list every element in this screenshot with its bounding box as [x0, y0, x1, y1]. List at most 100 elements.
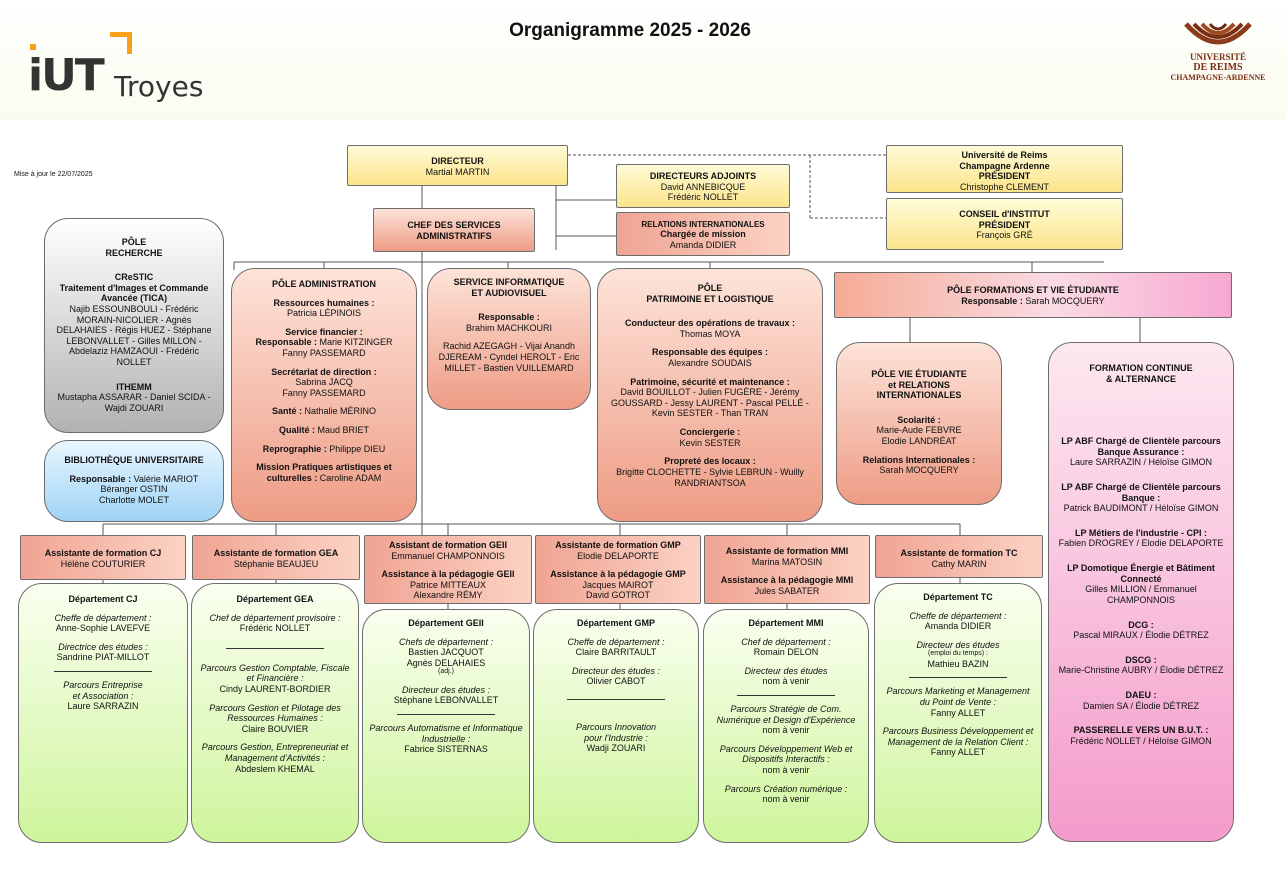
urca-emblem-icon — [1184, 22, 1252, 45]
separator — [226, 647, 324, 649]
role-note: (adj.) — [438, 668, 454, 676]
parcours-label: Parcours Gestion Comptable, Fiscale et F… — [200, 662, 350, 684]
departement-mmi-box: Département MMI Chef de département : Ro… — [703, 609, 869, 843]
patrimoine-title-1: PÔLE — [697, 283, 723, 293]
parcours-label: Parcours Entreprise — [63, 680, 143, 691]
logo-orange-dot — [30, 44, 36, 50]
role-label: Chef de département provisoire : — [209, 612, 341, 623]
assistant-tc-box: Assistante de formation TC Cathy MARIN — [875, 535, 1043, 578]
role-name: nom à venir — [762, 676, 810, 687]
ri-name: Sarah MOCQUERY — [879, 465, 959, 476]
assistance-title: Assistance à la pédagogie MMI — [720, 575, 854, 586]
conciergerie-name: Kevin SESTER — [679, 437, 741, 448]
parcours-name: Fanny ALLET — [930, 707, 986, 718]
formations-resp-name: Sarah MOCQUERY — [1025, 295, 1105, 306]
qualite-name: Maud BRIET — [317, 425, 370, 436]
assistant-geii-box: Assistant de formation GEII Emmanuel CHA… — [364, 535, 532, 604]
parcours-name: Fanny ALLET — [930, 747, 986, 758]
adjoints-box: DIRECTEURS ADJOINTS David ANNEBICQUE Fré… — [616, 164, 790, 208]
sante-name: Nathalie MÉRINO — [304, 406, 377, 417]
logo-troyes-text: Troyes — [114, 70, 204, 103]
parcours-name: Claire BOUVIER — [241, 723, 309, 734]
universite-box: Université de Reims Champagne Ardenne PR… — [886, 145, 1123, 193]
departement-title: Département GEA — [236, 594, 314, 604]
role-name: Amanda DIDIER — [924, 621, 992, 632]
role-name: Anne-Sophie LAVEFVE — [55, 623, 151, 634]
assistant-name: Marina MATOSIN — [751, 556, 823, 567]
role-name: Olivier CABOT — [586, 676, 646, 687]
assistance-name-1: Jacques MAIROT — [582, 579, 654, 590]
secretariat-name-1: Sabrina JACQ — [295, 377, 353, 388]
assistant-title: Assistant de formation GEII — [388, 540, 508, 550]
assistant-gmp-box: Assistante de formation GMP Elodie DELAP… — [535, 535, 701, 604]
assistant-name: Hélène COUTURIER — [60, 558, 146, 569]
parcours-name: Wadji ZOUARI — [586, 743, 646, 754]
departement-title: Département MMI — [748, 618, 824, 628]
recherche-title-2: RECHERCHE — [105, 247, 163, 258]
role-name: Mathieu BAZIN — [927, 658, 989, 669]
crestic-title: CReSTIC — [114, 272, 154, 283]
proprete-members: Brigitte CLOCHETTE - Sylvie LEBRUN - Wui… — [616, 466, 804, 488]
header-band — [0, 0, 1287, 120]
assistant-title: Assistante de formation MMI — [725, 546, 849, 556]
relations-role: Chargée de mission — [660, 229, 746, 240]
logo-iut-text: iUT — [28, 50, 105, 101]
role-name: Frédéric NOLLET — [239, 623, 311, 634]
parcours-name: Laure SARRAZIN — [67, 701, 139, 712]
finance-label: Service financier : — [285, 326, 363, 337]
role-name: Bastien JACQUOT — [408, 647, 484, 658]
directeur-name: Martial MARTIN — [425, 166, 490, 177]
proprete-label: Propreté des locaux : — [664, 456, 756, 467]
bibliotheque-box: BIBLIOTHÈQUE UNIVERSITAIRE Responsable :… — [44, 440, 224, 522]
formations-title: PÔLE FORMATIONS ET VIE ÉTUDIANTE — [947, 285, 1119, 295]
universite-line-2: Champagne Ardenne — [959, 160, 1050, 171]
universite-name: Christophe CLEMENT — [959, 181, 1050, 192]
fc-item-names: Damien SA / Élodie DÉTREZ — [1082, 700, 1200, 711]
departement-title: Département GMP — [576, 618, 656, 628]
departement-title: Département TC — [923, 592, 993, 602]
parcours-label: Parcours Stratégie de Com. Numérique et … — [716, 704, 856, 725]
departement-geii-box: Département GEII Chefs de département : … — [362, 609, 530, 843]
role-name: Romain DELON — [753, 647, 819, 658]
role-label: Chefs de département : — [398, 636, 494, 647]
qualite-label: Qualité : — [278, 425, 315, 436]
fc-item-names: Fabien DROGREY / Elodie DELAPORTE — [1058, 538, 1224, 549]
assistant-cj-box: Assistante de formation CJ Hélène COUTUR… — [20, 535, 186, 580]
mission-label-1: Mission Pratiques artistiques et — [256, 462, 392, 473]
assistance-name-1: Patrice MITTEAUX — [409, 579, 486, 590]
finance-other: Fanny PASSEMARD — [282, 348, 366, 359]
bibliotheque-other-1: Béranger OSTIN — [100, 484, 168, 495]
chef-services-line-2: ADMINISTRATIFS — [416, 230, 492, 241]
role-label: Directeur des études : — [571, 665, 661, 676]
assistant-name: Emmanuel CHAMPONNOIS — [391, 550, 505, 561]
informatique-title-1: SERVICE INFORMATIQUE — [453, 277, 565, 287]
departement-gea-box: Département GEA Chef de département prov… — [191, 583, 359, 843]
departement-gmp-box: Département GMP Cheffe de département : … — [533, 609, 699, 843]
fc-item-label: DCG : — [1128, 619, 1154, 630]
finance-resp-label: Responsable : — [255, 337, 317, 348]
parcours-label: et Association : — [72, 690, 134, 701]
patrimoine-title-2: PATRIMOINE ET LOGISTIQUE — [646, 293, 774, 304]
assistant-name: Elodie DELAPORTE — [577, 550, 659, 561]
patrimoine-box: PÔLE PATRIMOINE ET LOGISTIQUE Conducteur… — [597, 268, 823, 522]
ithemm-title: ITHEMM — [116, 381, 152, 392]
conciergerie-label: Conciergerie : — [679, 427, 741, 438]
mission-name: Caroline ADAM — [319, 472, 382, 483]
bibliotheque-resp-label: Responsable : — [69, 473, 132, 484]
parcours-label: Parcours Gestion, Entrepreneuriat et Man… — [201, 742, 349, 764]
vie-etudiante-title-2: et RELATIONS — [888, 379, 950, 390]
fc-item-label: LP ABF Chargé de Clientèle parcours Banq… — [1061, 436, 1221, 457]
fc-item-names: Marie-Christine AUBRY / Élodie DÉTREZ — [1058, 665, 1224, 676]
ri-label: Relations Internationales : — [862, 454, 976, 465]
ithemm-members: Mustapha ASSARAR - Daniel SCIDA - Wajdi … — [57, 392, 211, 413]
assistance-name-1: Jules SABATER — [754, 585, 820, 596]
fc-item: LP Métiers de l'industrie - CPI :Fabien … — [1055, 528, 1227, 549]
crestic-sub-2: Avancée (TICA) — [100, 293, 168, 304]
page-title: Organigramme 2025 - 2026 — [509, 20, 751, 41]
role-label: Cheffe de département : — [54, 612, 152, 623]
fc-item-label: LP ABF Chargé de Clientèle parcours Banq… — [1061, 482, 1221, 503]
role-label: Cheffe de département : — [567, 636, 665, 647]
bibliotheque-title: BIBLIOTHÈQUE UNIVERSITAIRE — [64, 455, 204, 465]
separator — [909, 677, 1007, 679]
fc-item: LP ABF Chargé de Clientèle parcours Banq… — [1055, 482, 1227, 514]
